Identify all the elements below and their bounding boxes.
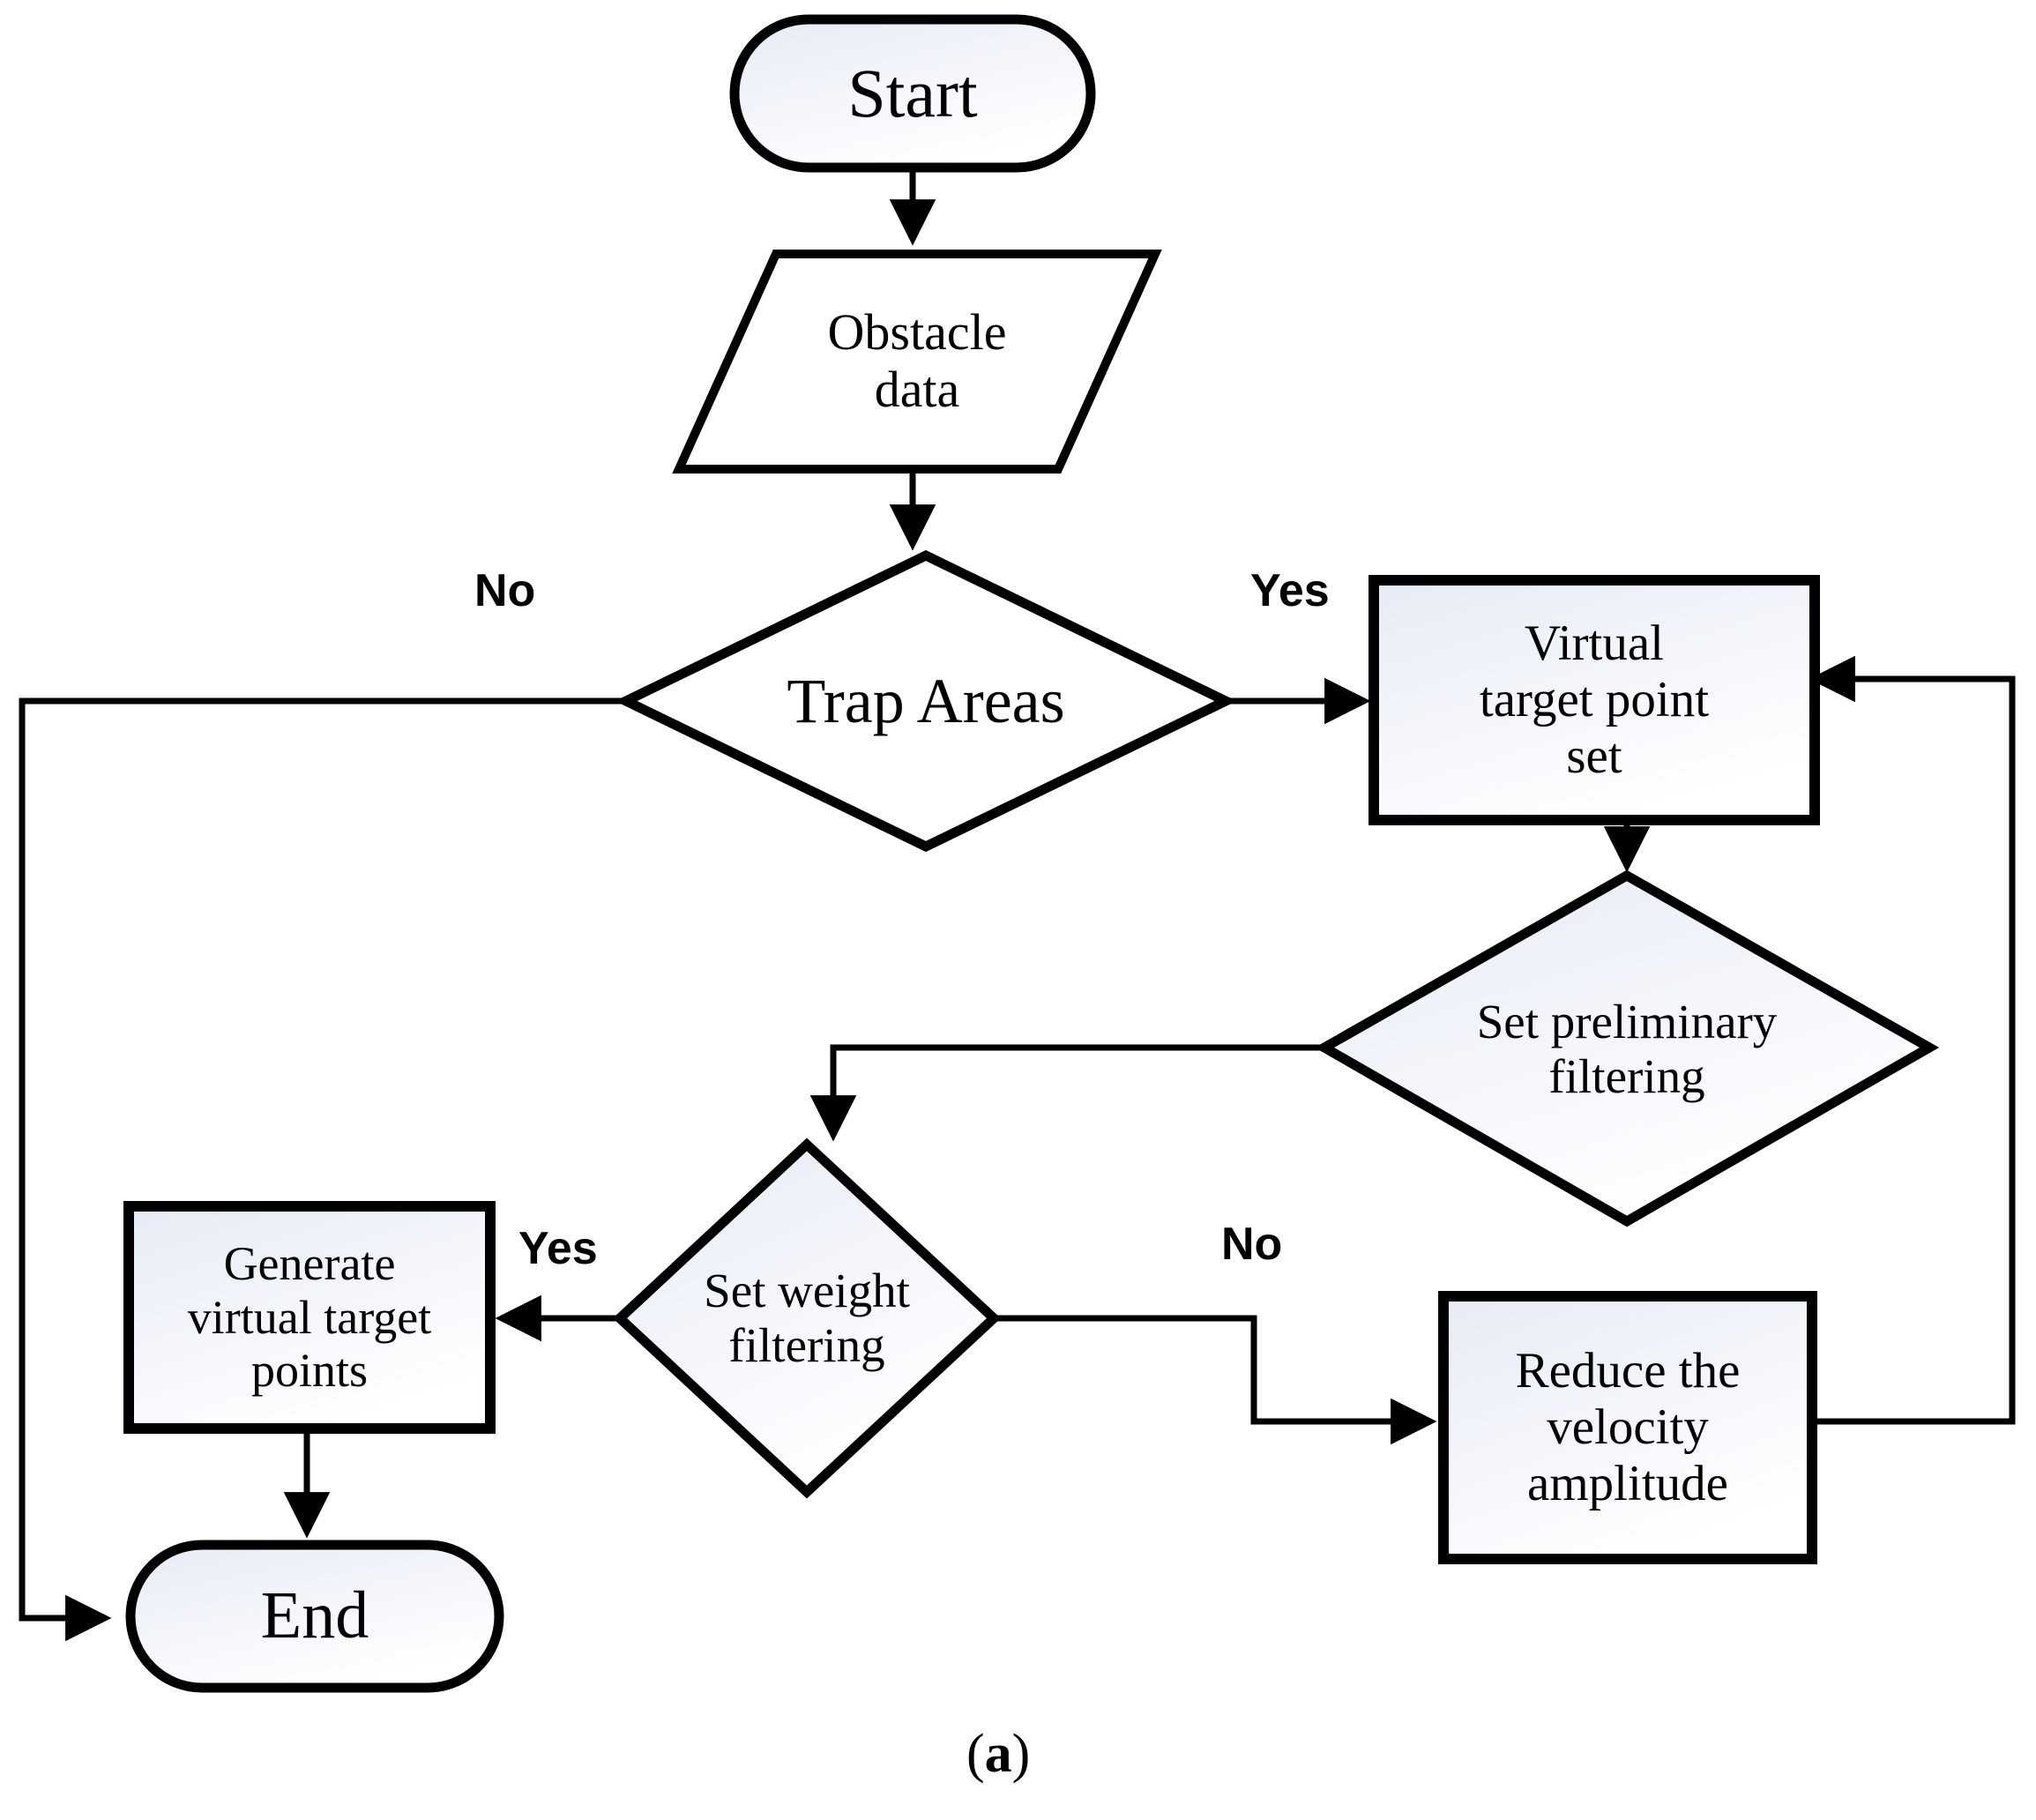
edge-trap-no-to-end <box>19 697 626 1642</box>
branch-label-trap-yes: Yes <box>1250 565 1330 616</box>
node-trap-shape <box>615 549 1237 853</box>
node-weight-shape <box>612 1138 1002 1499</box>
node-obstacle-shape <box>672 250 1162 474</box>
figure-caption: (a) <box>966 1727 1030 1781</box>
node-vtps-shape <box>1369 575 1820 825</box>
branch-label-trap-no: No <box>474 565 536 616</box>
node-start-shape <box>729 14 1096 173</box>
edge-reduce-to-vtps <box>1809 655 2016 1425</box>
node-generate-shape <box>123 1201 496 1434</box>
caption-close-paren: ) <box>1011 1724 1031 1784</box>
edge-weight-no-to-reduce <box>992 1315 1437 1445</box>
caption-open-paren: ( <box>966 1724 985 1784</box>
branch-label-weight-no: No <box>1221 1219 1283 1270</box>
caption-letter: a <box>984 1724 1012 1784</box>
branch-label-weight-yes: Yes <box>518 1223 598 1274</box>
node-reduce-shape <box>1438 1291 1817 1564</box>
node-prefilter-shape <box>1314 869 1940 1227</box>
node-end-shape <box>125 1540 504 1693</box>
edge-prefilter-to-weight <box>809 1044 1327 1142</box>
